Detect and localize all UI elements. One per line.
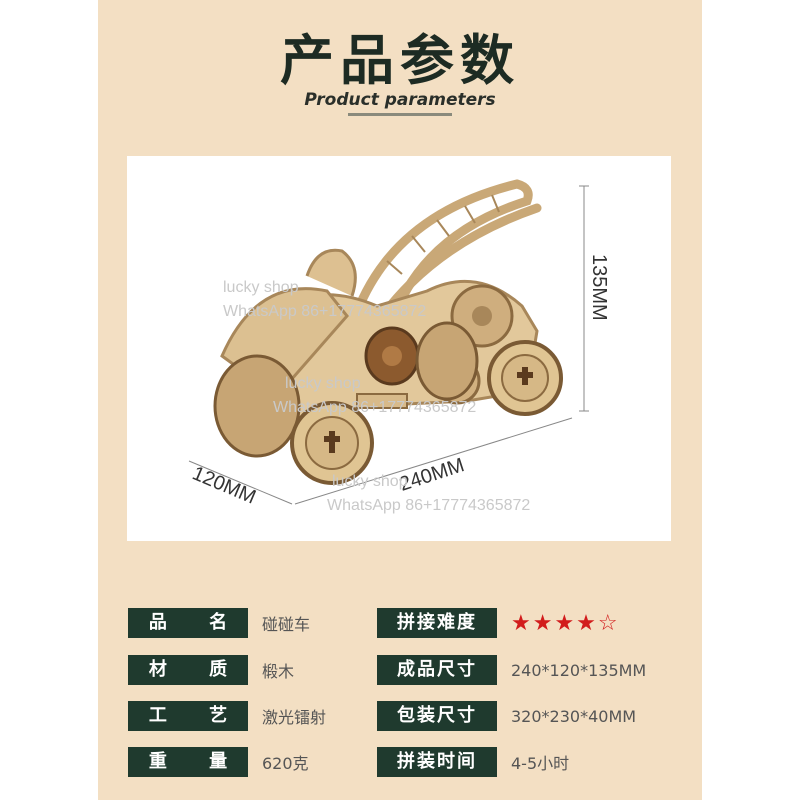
param-label: 材 质 (128, 655, 248, 685)
param-row-package-size: 包装尺寸 320*230*40MM (377, 701, 636, 731)
param-label: 工 艺 (128, 701, 248, 731)
difficulty-stars: ★★★★☆ (511, 610, 620, 636)
param-value: 椴木 (262, 662, 295, 681)
subtitle-underline (348, 113, 452, 116)
watermark: lucky shop (332, 473, 408, 490)
param-row-assembly-time: 拼装时间 4-5小时 (377, 747, 569, 777)
length-dim-line (294, 417, 573, 505)
page-title: 产品参数 (280, 29, 520, 92)
param-row-product-size: 成品尺寸 240*120*135MM (377, 655, 646, 685)
param-value: 320*230*40MM (511, 706, 637, 726)
param-value: 620克 (262, 754, 309, 773)
watermark: WhatsApp 86+17774365872 (327, 497, 530, 514)
front-bumper (356, 393, 408, 409)
param-label: 品 名 (128, 608, 248, 638)
param-value: 240*120*135MM (511, 660, 647, 680)
width-dimension-label: 120MM (189, 462, 259, 508)
param-value: 碰碰车 (262, 615, 311, 634)
buggy-illustration: 135MM 240MM 120MM (188, 179, 610, 514)
param-row-process: 工 艺 激光镭射 (128, 701, 326, 731)
wheel-front-left (213, 354, 301, 458)
watermark: lucky shop (223, 279, 299, 296)
param-row-material: 材 质 椴木 (128, 655, 294, 685)
watermark: lucky shop (285, 375, 361, 392)
param-row-name: 品 名 碰碰车 (128, 608, 310, 638)
param-label: 成品尺寸 (377, 655, 497, 685)
param-value: 激光镭射 (262, 708, 327, 727)
product-photo: 135MM 240MM 120MM (127, 156, 671, 541)
wheel-rear-right (487, 340, 563, 416)
param-label: 拼接难度 (377, 608, 497, 638)
wheel-rear-left (415, 321, 479, 401)
watermark: WhatsApp 86+17774365872 (223, 303, 426, 320)
param-label: 拼装时间 (377, 747, 497, 777)
param-label: 重 量 (128, 747, 248, 777)
wheel-front-right (290, 401, 374, 485)
height-dimension-label: 135MM (588, 254, 610, 321)
cage-rungs (386, 194, 500, 275)
param-value: 4-5小时 (511, 754, 570, 773)
seat (305, 248, 357, 297)
param-row-weight: 重 量 620克 (128, 747, 309, 777)
watermark: WhatsApp 86+17774365872 (273, 399, 476, 416)
page-subtitle: Product parameters (304, 90, 496, 110)
width-dim-line (188, 460, 293, 505)
param-label: 包装尺寸 (377, 701, 497, 731)
param-row-difficulty: 拼接难度 ★★★★☆ (377, 608, 620, 638)
